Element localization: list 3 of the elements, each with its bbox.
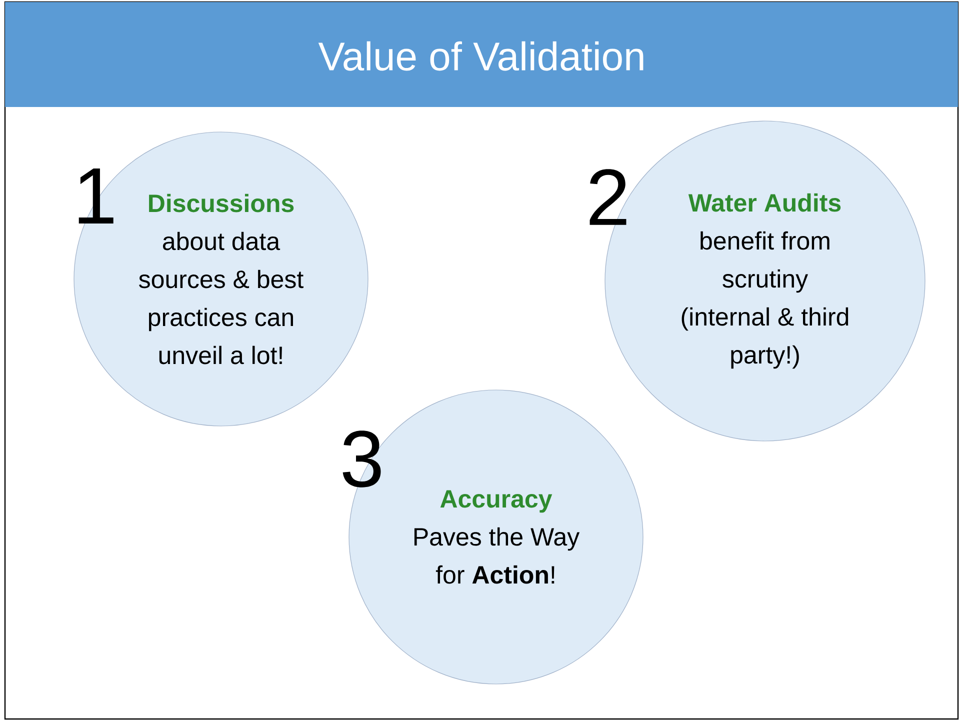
title-banner: Value of Validation xyxy=(5,2,958,107)
step-number: 1 xyxy=(78,168,114,224)
step-number: 3 xyxy=(342,430,381,488)
